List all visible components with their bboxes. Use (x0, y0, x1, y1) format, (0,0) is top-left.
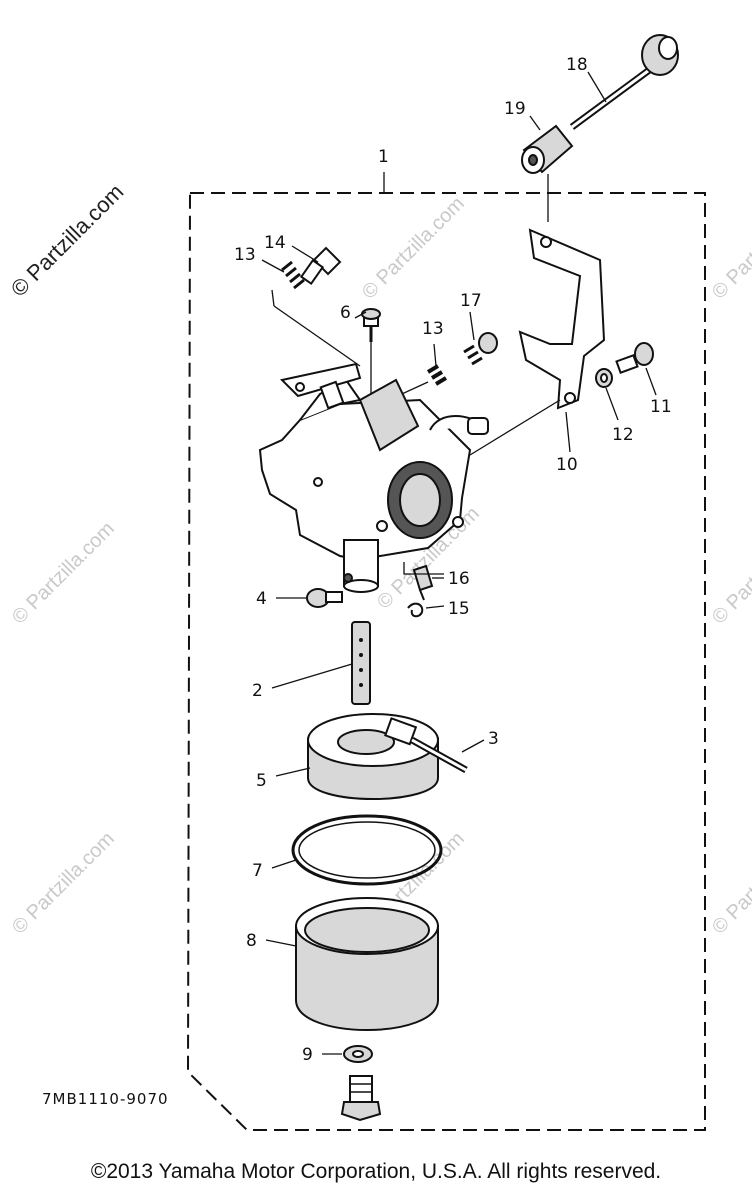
part-screw-17 (463, 332, 498, 366)
callout-14: 14 (264, 233, 286, 253)
watermark: © Partzilla.com (8, 828, 119, 939)
part-spring-13a (281, 260, 305, 290)
watermark: © Partzilla.com (8, 518, 119, 629)
watermark: © Partzilla.com (708, 828, 752, 939)
callout-2: 2 (252, 681, 263, 701)
leader-16-bracket (403, 562, 444, 575)
watermark: © Partzilla.com (358, 193, 469, 304)
part-screw-4 (306, 588, 343, 608)
leader-13a-body (273, 305, 361, 367)
part-needle-16 (412, 564, 434, 601)
part-float-pin (410, 736, 468, 774)
callout-5: 5 (256, 771, 267, 791)
callout-1: 1 (378, 147, 389, 167)
callout-13b: 13 (422, 319, 444, 339)
part-bracket (518, 228, 606, 410)
part-washer-9 (343, 1045, 373, 1063)
callout-9: 9 (302, 1045, 313, 1065)
leader-15 (425, 605, 445, 609)
leader-18 (587, 71, 607, 103)
callout-16: 16 (448, 569, 470, 589)
part-float-bowl (295, 897, 439, 1031)
callout-6: 6 (340, 303, 351, 323)
assembly-code: 7MB1110-9070 (42, 1090, 169, 1108)
callout-10: 10 (556, 455, 578, 475)
callout-labels: 1 2 3 4 5 6 7 8 9 10 11 12 13 13 14 15 1… (234, 55, 672, 1065)
leader-13b (433, 343, 437, 367)
part-screw-14 (299, 246, 342, 286)
part-drain-screw (340, 1075, 382, 1122)
part-clip-15 (407, 602, 424, 618)
assembly-boundary (186, 192, 706, 1131)
leader-10 (565, 411, 571, 453)
callout-18: 18 (566, 55, 588, 75)
part-grommet (521, 124, 574, 174)
callout-13a: 13 (234, 245, 256, 265)
callout-17: 17 (460, 291, 482, 311)
callout-4: 4 (256, 589, 267, 609)
callout-15: 15 (448, 599, 470, 619)
part-float (307, 713, 439, 800)
callout-12: 12 (612, 425, 634, 445)
copyright-notice: ©2013 Yamaha Motor Corporation, U.S.A. A… (90, 1160, 662, 1183)
leader-5 (275, 767, 311, 777)
leader-6 (354, 311, 367, 319)
part-screw-6 (361, 308, 381, 342)
leader-19 (529, 115, 541, 131)
callout-7: 7 (252, 861, 263, 881)
leader-13a-to (271, 289, 275, 307)
callout-8: 8 (246, 931, 257, 951)
leader-3 (461, 739, 485, 753)
part-carburetor-body (258, 362, 489, 593)
watermark: © Partzilla.com (708, 193, 752, 304)
leader-14 (291, 245, 319, 263)
callout-3: 3 (488, 729, 499, 749)
leader-13a (261, 259, 285, 273)
leader-11 (645, 367, 657, 396)
part-choke-knob (569, 34, 679, 130)
leader-2 (271, 663, 353, 689)
part-gasket (291, 814, 443, 886)
leader-17 (469, 311, 475, 341)
callout-11: 11 (650, 397, 672, 417)
part-screw-11 (615, 342, 654, 374)
leader-8 (265, 939, 297, 947)
leader-7 (271, 859, 297, 869)
part-washer-12 (595, 368, 613, 388)
leader-12 (605, 387, 619, 421)
callout-19: 19 (504, 99, 526, 119)
part-main-nozzle (351, 621, 371, 705)
part-spring-13b (426, 364, 448, 386)
watermark-left-large: © Partzilla.com (6, 179, 129, 302)
leader-10-body (469, 399, 561, 456)
watermark: © Partzilla.com (708, 518, 752, 629)
